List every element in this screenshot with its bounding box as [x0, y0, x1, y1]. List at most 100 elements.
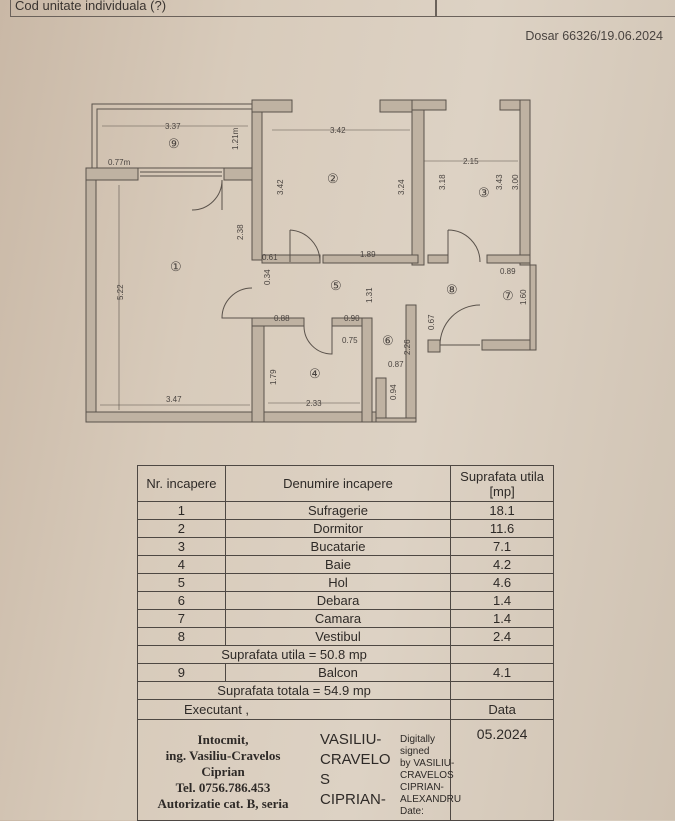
cell-nr: 5 [137, 573, 226, 592]
cell-area: 1.4 [450, 609, 554, 628]
sig-note-line: ALEXANDRU [400, 794, 462, 805]
author-line: Tel. 0756.786.453 [175, 780, 271, 795]
room-7-label: ⑦ [502, 288, 514, 303]
dim: 0.77m [108, 158, 131, 167]
cell-area: 4.1 [450, 663, 554, 682]
sig-line: CRAVELO [320, 751, 391, 768]
cell-name: Sufragerie [224, 501, 452, 520]
room-5-label: ⑤ [330, 278, 342, 293]
suprafata-totala: Suprafata totala = 54.9 mp [136, 681, 452, 700]
dim: 1.21m [231, 127, 240, 150]
dim: 2.15 [463, 157, 479, 166]
dim: 3.47 [166, 395, 182, 404]
signature-cell: Intocmit, ing. Vasiliu-Cravelos Ciprian … [136, 719, 461, 821]
door-swing [191, 179, 223, 211]
cod-unitate-label: Cod unitate individuala (?) [15, 0, 167, 13]
dim: 2.33 [306, 399, 322, 408]
cell-name: Bucatarie [224, 537, 452, 556]
cod-unitate-cell: Cod unitate individuala (?) [10, 0, 436, 17]
door-swing [439, 304, 481, 346]
dim: 1.89 [360, 250, 376, 259]
cell-nr: 9 [137, 663, 226, 682]
suprafata-totala-row: Suprafata totala = 54.9 mp [136, 681, 554, 700]
dim: 3.24 [397, 179, 406, 195]
header-area: Suprafata utila [mp] [450, 465, 554, 502]
door-swing [289, 229, 321, 263]
cell-name: Dormitor [224, 519, 452, 538]
dim: 1.60 [519, 289, 528, 305]
door-swing [447, 229, 481, 263]
dim: 5.22 [116, 284, 125, 300]
dim: 3.00 [511, 174, 520, 190]
cell-nr: 7 [137, 609, 226, 628]
floor-plan: 3.37 1.21m 0.77m 3.42 3.42 3.24 2.15 3.1… [85, 99, 537, 423]
sig-note-line: CIPRIAN- [400, 782, 444, 793]
cell-area: 4.2 [450, 555, 554, 574]
cell-nr: 8 [137, 627, 226, 646]
digital-signature-note: Digitally signed by VASILIU- CRAVELOS CI… [400, 734, 461, 818]
author-block: Intocmit, ing. Vasiliu-Cravelos Ciprian … [138, 732, 308, 812]
author-line: Autorizatie cat. B, seria [157, 796, 289, 811]
sig-note-line: Date: [400, 806, 424, 817]
room-4-label: ④ [309, 366, 321, 381]
dim: 3.42 [330, 126, 346, 135]
room-9-label: ⑨ [168, 136, 180, 151]
executant-row: Executant ,Data [136, 699, 554, 720]
sig-line: S [320, 771, 331, 788]
room-8-label: ⑧ [446, 282, 458, 297]
dim: 3.18 [438, 174, 447, 190]
dim: 2.38 [236, 224, 245, 240]
room-numbers: ① ② ③ ④ ⑤ ⑥ ⑦ ⑧ ⑨ [168, 136, 514, 381]
room-1-label: ① [170, 259, 182, 274]
walls [85, 99, 537, 423]
dimension-labels: 3.37 1.21m 0.77m 3.42 3.42 3.24 2.15 3.1… [100, 122, 528, 410]
cell-name: Vestibul [224, 627, 452, 646]
cell-area: 4.6 [450, 573, 554, 592]
dim: 0.90 [344, 314, 360, 323]
empty-cell [450, 645, 554, 664]
sig-line: CIPRIAN- [320, 791, 386, 808]
rooms-table: Nr. incapere Denumire incapere Suprafata… [136, 465, 554, 821]
cell-nr: 2 [137, 519, 226, 538]
cell-area: 2.4 [450, 627, 554, 646]
dim: 3.37 [165, 122, 181, 131]
dim: 0.75 [342, 336, 358, 345]
author-line: Ciprian [201, 764, 245, 779]
door-swing [221, 287, 253, 319]
dim: 0.34 [263, 269, 272, 285]
data-value: 05.2024 [450, 719, 554, 821]
author-line: Intocmit, [197, 732, 249, 747]
sig-note-line: by VASILIU- [400, 758, 455, 769]
suprafata-utila-row: Suprafata utila = 50.8 mp [136, 645, 554, 664]
dim: 1.31 [365, 287, 374, 303]
empty-cell [450, 681, 554, 700]
dosar-number: Dosar 66326/19.06.2024 [525, 29, 663, 43]
room-3-label: ③ [478, 185, 490, 200]
cod-unitate-value-cell [436, 0, 675, 17]
signature-row: Intocmit, ing. Vasiliu-Cravelos Ciprian … [136, 719, 554, 821]
cell-nr: 1 [137, 501, 226, 520]
room-6-label: ⑥ [382, 333, 394, 348]
cell-name: Hol [224, 573, 452, 592]
dim: 0.87 [388, 360, 404, 369]
cell-name: Debara [224, 591, 452, 610]
dim: 0.94 [389, 384, 398, 400]
author-line: ing. Vasiliu-Cravelos [165, 748, 281, 763]
dim: 2.26 [403, 339, 412, 355]
cell-nr: 4 [137, 555, 226, 574]
sig-note-line: CRAVELOS [400, 770, 454, 781]
cell-name: Balcon [224, 663, 452, 682]
cell-area: 7.1 [450, 537, 554, 556]
dim: 0.89 [500, 267, 516, 276]
dim: 3.43 [495, 174, 504, 190]
suprafata-utila: Suprafata utila = 50.8 mp [136, 645, 452, 664]
dim: 0.67 [427, 314, 436, 330]
